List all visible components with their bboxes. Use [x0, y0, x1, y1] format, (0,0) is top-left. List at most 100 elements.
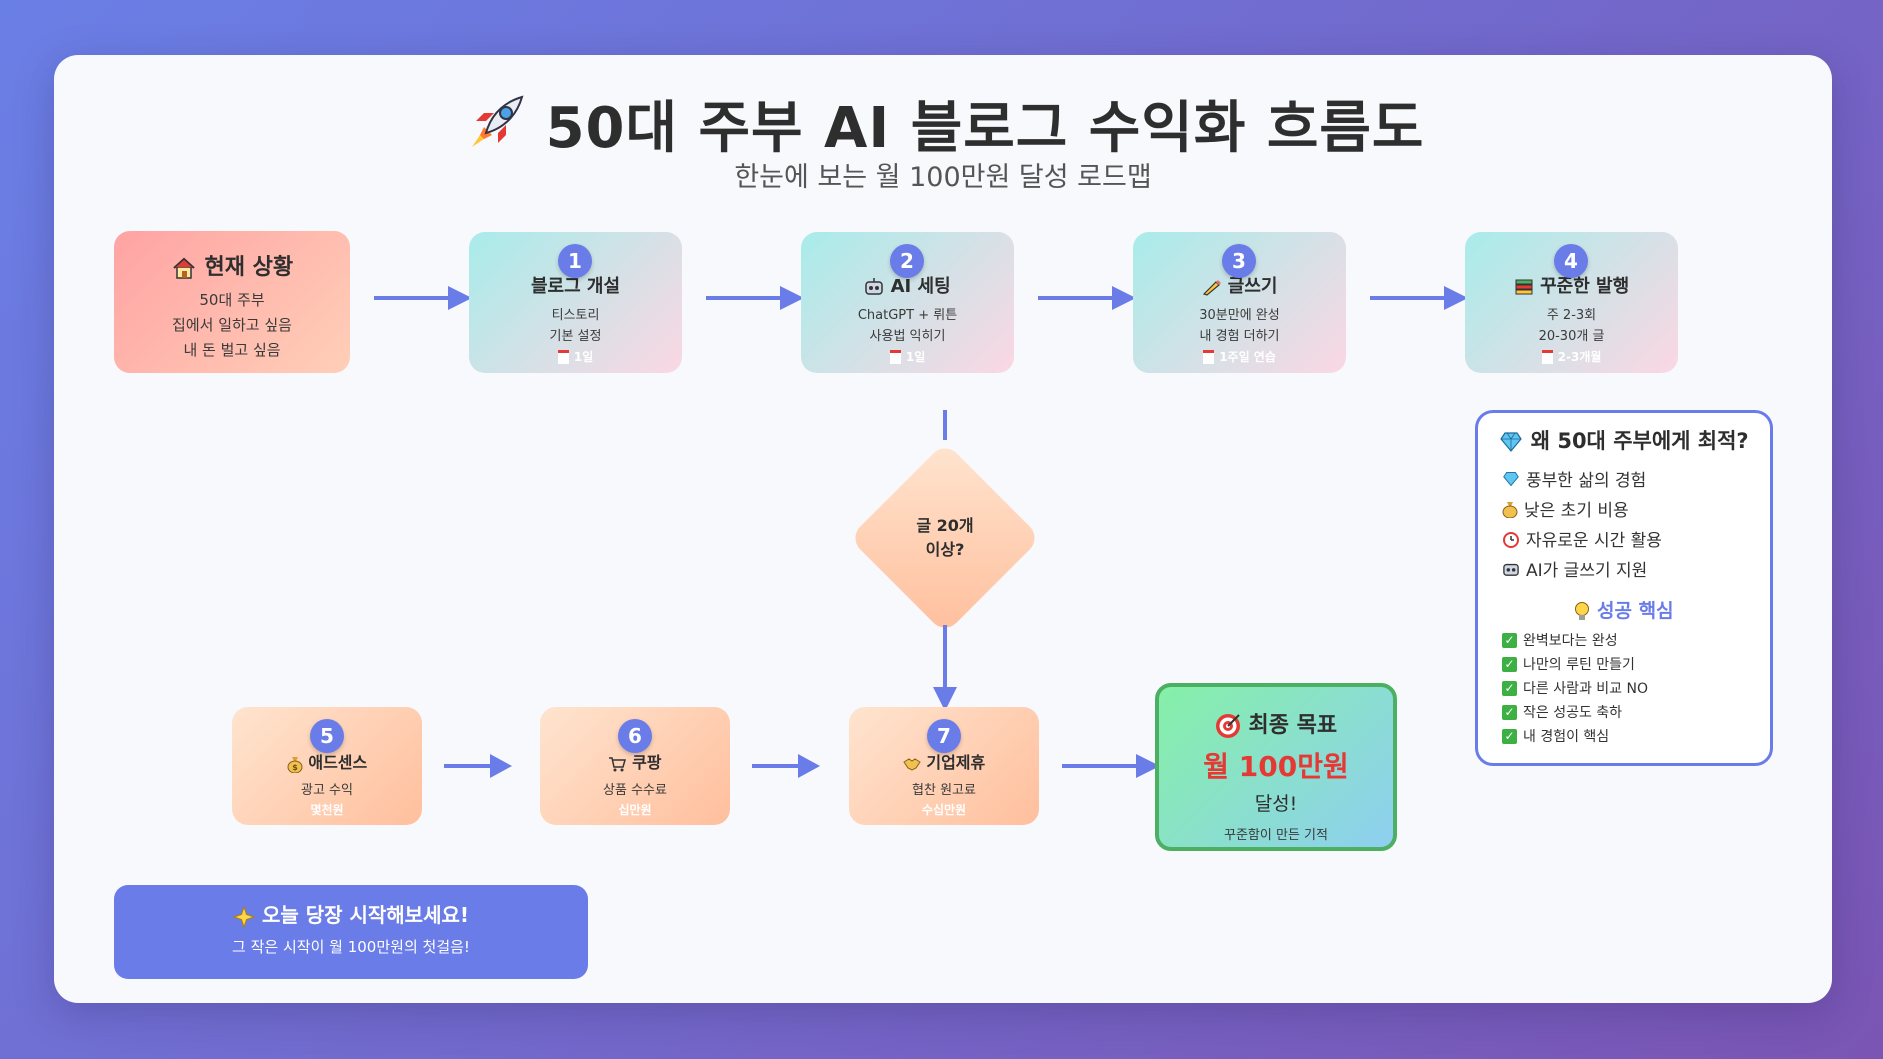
flow-arrow [1038, 286, 1136, 310]
step-number-badge: 1 [558, 244, 592, 278]
page-subtitle: 한눈에 보는 월 100만원 달성 로드맵 [734, 162, 1152, 193]
income-box-adsense: 5 $ 애드센스 광고 수익 몇천원 [232, 707, 422, 825]
checkmark-icon: ✓ [1502, 704, 1517, 720]
start-today-banner: 오늘 당장 시작해보세요! 그 작은 시작이 월 100만원의 첫걸음! [114, 885, 588, 979]
decision-node: 글 20개 이상? [848, 441, 1042, 635]
start-line: 내 돈 벌고 싶음 [183, 341, 281, 359]
lightbulb-icon [1575, 601, 1590, 620]
step-line: 30분만에 완성 [1199, 308, 1280, 323]
key-check-text: 완벽보다는 완성 [1523, 633, 1618, 649]
goal-amount: 월 100만원 [1203, 750, 1349, 783]
books-icon [1515, 279, 1533, 295]
flow-arrow [444, 754, 512, 778]
key-check-text: 내 경험이 핵심 [1523, 729, 1610, 745]
step-box-blog: 1 블로그 개설 티스토리 기본 설정 1일 [469, 232, 682, 373]
income-line: 광고 수익 [301, 783, 353, 798]
step-title: 글쓰기 [1227, 276, 1278, 297]
step-box-writing: 3 글쓰기 30분만에 완성 내 경험 더하기 1주일 연습 [1133, 232, 1346, 373]
main-card: 50대 주부 AI 블로그 수익화 흐름도 한눈에 보는 월 100만원 달성 … [54, 55, 1832, 1003]
step-number-badge: 2 [890, 244, 924, 278]
income-box-coupang: 6 쿠팡 상품 수수료 십만원 [540, 707, 730, 825]
rocket-icon [471, 95, 524, 147]
goal-achieve: 달성! [1254, 793, 1298, 815]
step-duration: 1주일 연습 [1219, 350, 1276, 364]
money-bag-icon: $ [287, 756, 303, 773]
goal-note: 꾸준함이 만든 기적 [1224, 828, 1328, 843]
robot-icon [1503, 563, 1519, 576]
calendar-icon [557, 349, 569, 364]
step-line: 내 경험 더하기 [1199, 329, 1280, 344]
step-line: 티스토리 [551, 308, 600, 323]
calendar-icon [1541, 349, 1553, 364]
panel-title: 왜 50대 주부에게 최적? [1530, 429, 1749, 453]
step-number-badge: 5 [310, 719, 344, 753]
step-line: 사용법 익히기 [869, 329, 946, 344]
step-title: 블로그 개설 [530, 276, 621, 297]
income-line: 협찬 원고료 [912, 783, 976, 798]
calendar-icon [889, 349, 901, 364]
income-line: 상품 수수료 [603, 783, 667, 798]
income-box-sponsorship: 7 기업제휴 협찬 원고료 수십만원 [849, 707, 1039, 825]
income-amount: 십만원 [618, 803, 652, 817]
step-duration: 2-3개월 [1557, 350, 1602, 364]
step-box-ai-setting: 2 AI 세팅 ChatGPT + 뤼튼 사용법 익히기 1일 [801, 232, 1014, 373]
step-duration: 1일 [573, 350, 594, 364]
step-duration: 1일 [905, 350, 926, 364]
page-title: 50대 주부 AI 블로그 수익화 흐름도 [545, 96, 1425, 161]
decision-line: 글 20개 [916, 516, 974, 535]
robot-icon [865, 278, 884, 295]
step-box-publishing: 4 꾸준한 발행 주 2-3회 20-30개 글 2-3개월 [1465, 232, 1678, 373]
target-icon [1215, 714, 1240, 738]
goal-title: 최종 목표 [1248, 713, 1338, 738]
flow-arrow [374, 286, 472, 310]
key-check-text: 나만의 루틴 만들기 [1523, 657, 1635, 673]
checkmark-icon: ✓ [1502, 728, 1517, 744]
step-line: 주 2-3회 [1546, 308, 1597, 323]
checkmark-icon: ✓ [1502, 680, 1517, 696]
step-number-badge: 4 [1554, 244, 1588, 278]
key-title: 성공 핵심 [1597, 600, 1674, 622]
key-check-text: 다른 사람과 비교 NO [1523, 681, 1649, 697]
gem-icon [1503, 471, 1519, 486]
current-situation-box: 현재 상황 50대 주부 집에서 일하고 싶음 내 돈 벌고 싶음 [114, 231, 350, 373]
income-title: 기업제휴 [926, 753, 986, 772]
flow-arrow [1062, 754, 1160, 778]
flow-arrow [933, 625, 957, 711]
svg-text:$: $ [292, 763, 298, 772]
gem-icon [1500, 432, 1523, 452]
cta-subtitle: 그 작은 시작이 월 100만원의 첫걸음! [232, 938, 470, 956]
sparkle-icon [232, 905, 255, 928]
panel-item-text: 풍부한 삶의 경험 [1526, 471, 1647, 491]
panel-item-text: 자유로운 시간 활용 [1526, 531, 1662, 551]
why-optimal-panel: 왜 50대 주부에게 최적? 풍부한 삶의 경험 낮은 초기 비용 자유로운 시… [1475, 410, 1773, 766]
step-line: 20-30개 글 [1538, 329, 1605, 344]
key-check-text: 작은 성공도 축하 [1523, 705, 1623, 721]
house-icon [173, 257, 195, 279]
panel-item-text: 낮은 초기 비용 [1524, 501, 1629, 521]
flow-connector [943, 410, 947, 440]
decision-line: 이상? [925, 540, 965, 559]
step-line: ChatGPT + 뤼튼 [857, 308, 958, 323]
step-line: 기본 설정 [549, 329, 602, 344]
calendar-icon [1203, 349, 1215, 364]
panel-item-text: AI가 글쓰기 지원 [1526, 561, 1648, 581]
step-title: 꾸준한 발행 [1540, 276, 1630, 297]
checkmark-icon: ✓ [1502, 656, 1517, 672]
start-line: 50대 주부 [199, 291, 265, 309]
alarm-clock-icon [1503, 531, 1519, 548]
handshake-icon [903, 757, 921, 771]
step-number-badge: 6 [618, 719, 652, 753]
money-bag-icon [1502, 501, 1518, 518]
flow-arrow [706, 286, 804, 310]
income-title: 애드센스 [308, 753, 368, 772]
income-title: 쿠팡 [632, 753, 662, 772]
flow-arrow [752, 754, 820, 778]
step-number-badge: 3 [1222, 244, 1256, 278]
title-row: 50대 주부 AI 블로그 수익화 흐름도 [54, 83, 1832, 164]
writing-hand-icon [1202, 280, 1221, 296]
income-amount: 몇천원 [310, 803, 344, 817]
income-amount: 수십만원 [921, 803, 967, 817]
final-goal-box: 최종 목표 월 100만원 달성! 꾸준함이 만든 기적 [1155, 683, 1397, 851]
checkmark-icon: ✓ [1502, 632, 1517, 648]
step-number-badge: 7 [927, 719, 961, 753]
